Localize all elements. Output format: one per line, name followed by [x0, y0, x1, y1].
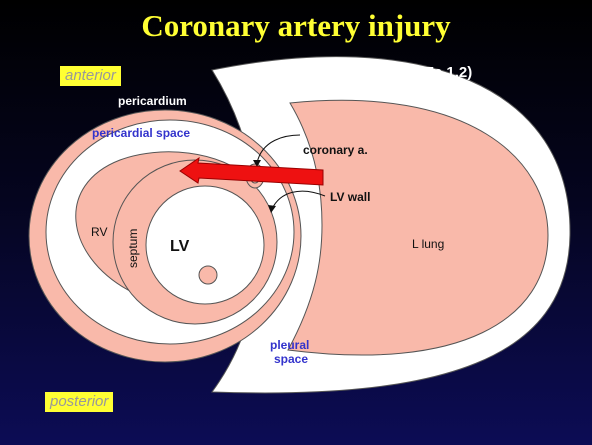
pleural-label-line2: space [274, 352, 308, 366]
rv-label: RV [91, 225, 107, 239]
pleural-label-line1: pleural [270, 338, 309, 352]
lv-cavity [146, 186, 264, 304]
lv-label: LV [170, 238, 189, 256]
pericardial-space-label: pericardial space [92, 126, 190, 140]
septum-label: septum [126, 229, 140, 268]
pericardium-label: pericardium [118, 94, 187, 108]
coronary-artery-label: coronary a. [303, 143, 368, 157]
left-lung-label: L lung [412, 237, 444, 251]
posterior-tag: posterior [45, 392, 113, 412]
lv-wall-label: LV wall [330, 190, 370, 204]
wound-classification-subtitle: T7-anterior wounds (T7a.1,2) [268, 64, 472, 81]
papillary-muscle [199, 266, 217, 284]
anterior-tag: anterior [60, 66, 121, 86]
